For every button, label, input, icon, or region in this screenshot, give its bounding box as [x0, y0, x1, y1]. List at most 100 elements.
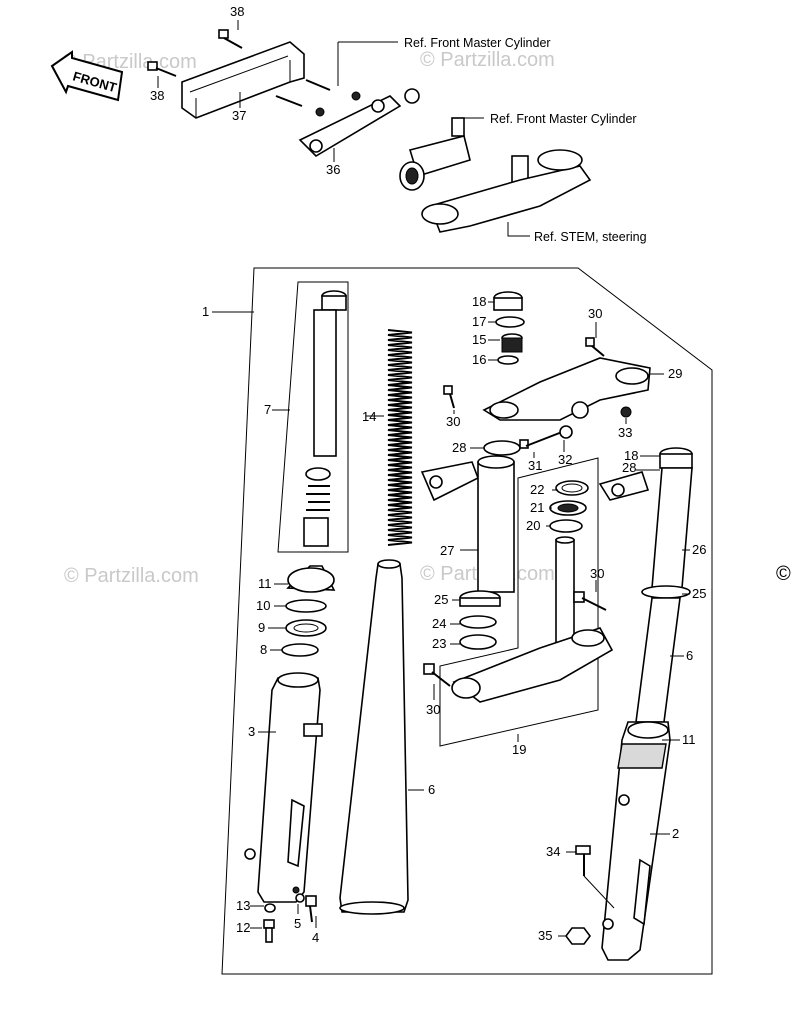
callout-13: 13	[236, 898, 250, 913]
right-fork-cover-26	[598, 467, 693, 589]
upper-bracket-29	[482, 357, 651, 421]
handle-holder-37	[181, 41, 305, 119]
bearing-21	[549, 500, 587, 516]
callout-31: 31	[528, 458, 542, 473]
callout-30-left: 30	[446, 414, 460, 429]
washer-28	[483, 440, 521, 456]
ref-front-master-cylinder-2: Ref. Front Master Cylinder	[490, 112, 637, 126]
outer-tube-2	[601, 721, 671, 961]
ring-23	[459, 634, 497, 650]
callout-28-right: 28	[622, 460, 636, 475]
cylinder-7	[303, 290, 347, 547]
outer-tube-3	[244, 672, 323, 903]
watermark-top-right: © Partzilla.com	[420, 49, 555, 71]
callout-30-stem-right: 30	[590, 566, 604, 581]
drain-bolt-4	[305, 895, 317, 923]
callout-19: 19	[512, 742, 526, 757]
callout-16: 16	[472, 352, 486, 367]
ref-stem-steering: Ref. STEM, steering	[534, 230, 647, 244]
callout-25-left: 25	[434, 592, 448, 607]
bearing-22	[555, 480, 589, 496]
callout-4: 4	[312, 930, 319, 945]
spring-14	[384, 328, 416, 546]
gasket-5	[295, 893, 305, 903]
ring-25-right	[641, 585, 691, 599]
bolt-34	[575, 845, 591, 876]
washer-32	[559, 425, 573, 439]
callout-11-right: 11	[682, 732, 696, 747]
callout-1: 1	[202, 304, 209, 319]
callout-6-left: 6	[428, 782, 435, 797]
bolt-bracket-2	[305, 79, 331, 91]
plug-15	[501, 333, 523, 353]
o-ring-17	[495, 316, 525, 328]
callout-3: 3	[248, 724, 255, 739]
callout-11-left: 11	[258, 576, 272, 591]
oil-seal-9	[285, 619, 327, 637]
leader-ref-stem	[507, 222, 530, 237]
inner-box-19	[439, 457, 599, 747]
dust-seal-11-left	[286, 565, 336, 593]
cap-18-right	[659, 447, 693, 469]
callout-5: 5	[294, 916, 301, 931]
washer-13	[264, 903, 276, 913]
bolt-30-stem-right	[573, 591, 607, 611]
bracket-36	[298, 88, 420, 158]
master-cylinder-clamp	[399, 117, 471, 191]
callout-15: 15	[472, 332, 486, 347]
bolt-30-top	[585, 337, 605, 357]
callout-10: 10	[256, 598, 270, 613]
steering-stem-lower	[451, 536, 614, 703]
inner-tube-6-right	[635, 597, 681, 723]
callout-21: 21	[530, 500, 544, 515]
callout-37: 37	[232, 108, 246, 123]
callout-24: 24	[432, 616, 446, 631]
ring-16	[497, 355, 519, 365]
callout-14: 14	[362, 409, 376, 424]
callout-20: 20	[526, 518, 540, 533]
fork-cover-27	[420, 455, 515, 593]
callout-23: 23	[432, 636, 446, 651]
callout-25-right: 25	[692, 586, 706, 601]
ref-front-master-cylinder-1: Ref. Front Master Cylinder	[404, 36, 551, 50]
callout-12: 12	[236, 920, 250, 935]
callout-33: 33	[618, 425, 632, 440]
steering-stem-top	[421, 149, 592, 233]
bolt-38-top	[218, 29, 243, 49]
washer-8	[281, 643, 319, 657]
bolt-bracket-1	[275, 95, 303, 107]
ring-10	[285, 599, 327, 613]
callout-38-left: 38	[150, 88, 164, 103]
nut-33	[620, 406, 632, 418]
callout-2: 2	[672, 826, 679, 841]
bolt-31	[519, 431, 563, 449]
callout-36: 36	[326, 162, 340, 177]
bolt-30-stem-left	[423, 663, 451, 687]
callout-17: 17	[472, 314, 486, 329]
bolt-38-left	[147, 61, 177, 77]
bolt-12	[263, 919, 275, 943]
inner-tube-6-left	[339, 559, 409, 915]
callout-34: 34	[546, 844, 560, 859]
callout-32: 32	[558, 452, 572, 467]
ring-20	[549, 519, 583, 533]
callout-26: 26	[692, 542, 706, 557]
inner-box-7	[277, 281, 349, 553]
watermark-mid-left: © Partzilla.com	[64, 565, 199, 587]
callout-35: 35	[538, 928, 552, 943]
callout-28-left: 28	[452, 440, 466, 455]
callout-27: 27	[440, 543, 454, 558]
leader-34-path	[583, 875, 615, 909]
assembly-outline-1	[221, 267, 713, 975]
callout-9: 9	[258, 620, 265, 635]
callout-30-stem-left: 30	[426, 702, 440, 717]
callout-30-top: 30	[588, 306, 602, 321]
callout-29: 29	[668, 366, 682, 381]
callout-18-top: 18	[472, 294, 486, 309]
callout-38-top: 38	[230, 4, 244, 19]
callout-8: 8	[260, 642, 267, 657]
bolt-30-left	[443, 385, 455, 409]
callout-7: 7	[264, 402, 271, 417]
seal-25	[459, 590, 501, 607]
